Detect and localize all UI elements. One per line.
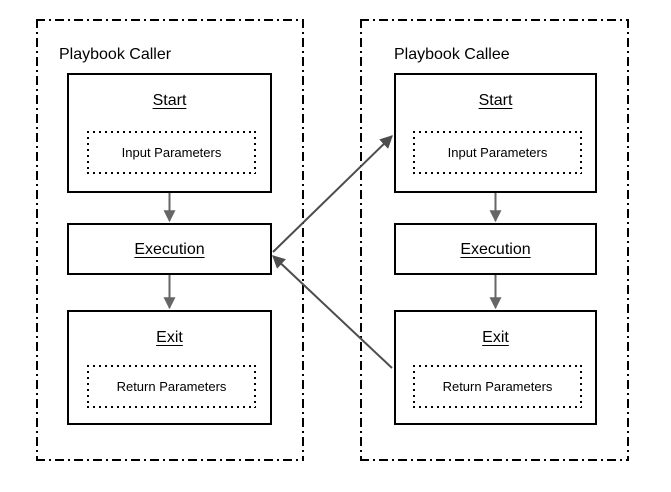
node-caller-exit[interactable]: Exit Return Parameters [67,310,272,425]
node-callee-start-title: Start [478,92,513,109]
param-label-callee-return: Return Parameters [442,379,553,394]
node-callee-exit[interactable]: Exit Return Parameters [394,310,597,425]
node-caller-start[interactable]: Start Input Parameters [67,73,272,193]
param-box-callee-input: Input Parameters [413,131,582,174]
node-caller-exit-title: Exit [156,329,183,346]
node-callee-start[interactable]: Start Input Parameters [394,73,597,193]
node-caller-execution-title: Execution [134,241,205,258]
node-caller-execution[interactable]: Execution [67,223,272,275]
lane-callee-title: Playbook Callee [394,46,510,63]
param-label-caller-input: Input Parameters [121,145,222,160]
lane-caller-title: Playbook Caller [59,46,172,63]
param-label-callee-input: Input Parameters [447,145,548,160]
node-caller-start-title: Start [152,92,187,109]
param-box-callee-return: Return Parameters [413,365,582,408]
node-callee-exit-title: Exit [482,329,509,346]
param-box-caller-input: Input Parameters [87,131,256,174]
node-callee-execution-title: Execution [460,241,531,258]
node-callee-execution[interactable]: Execution [394,223,597,275]
param-label-caller-return: Return Parameters [116,379,227,394]
param-box-caller-return: Return Parameters [87,365,256,408]
